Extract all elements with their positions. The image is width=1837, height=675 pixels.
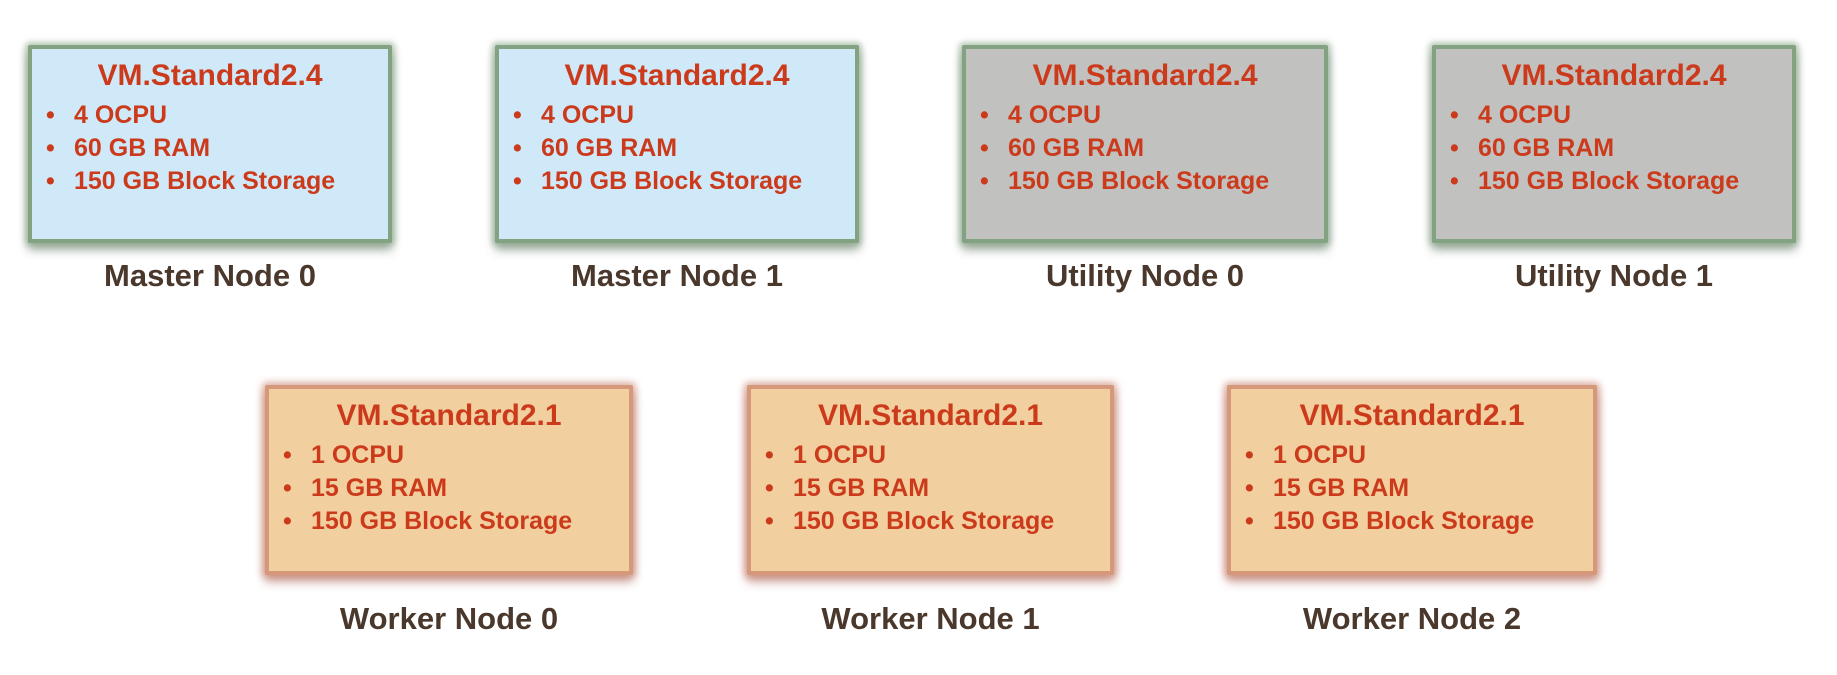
vm-shape-name: VM.Standard2.4	[564, 59, 790, 92]
vm-spec-item: • 1 OCPU	[765, 439, 1102, 472]
vm-spec-text: 4 OCPU	[1008, 101, 1102, 129]
vm-shape-name: VM.Standard2.1	[336, 399, 562, 432]
vm-shape-name: VM.Standard2.4	[1501, 59, 1727, 92]
vm-shape-name: VM.Standard2.1	[1299, 399, 1525, 432]
vm-shape-box: VM.Standard2.1 • 1 OCPU • 15 GB RAM • 150 G…	[1227, 385, 1597, 575]
node-label: Utility Node 0	[1045, 258, 1245, 293]
vm-spec-text: 4 OCPU	[541, 101, 635, 129]
vm-spec-text: 4 OCPU	[74, 101, 168, 129]
vm-spec-item: • 1 OCPU	[1245, 439, 1585, 472]
vm-spec-item: • 15 GB RAM	[765, 472, 1102, 505]
bullet-dot-icon: •	[1450, 101, 1459, 129]
vm-spec-item: • 150 GB Block Storage	[765, 505, 1102, 538]
vm-spec-text: 1 OCPU	[793, 441, 887, 469]
vm-spec-text: 150 GB Block Storage	[1478, 167, 1740, 195]
node-label: Worker Node 2	[1302, 601, 1522, 636]
vm-spec-item: • 15 GB RAM	[1245, 472, 1585, 505]
vm-shape-box: VM.Standard2.4 • 4 OCPU • 60 GB RAM • 150 G…	[1432, 45, 1796, 243]
vm-spec-item: • 60 GB RAM	[1450, 132, 1784, 165]
bullet-dot-icon: •	[1245, 474, 1254, 502]
bullet-dot-icon: •	[46, 134, 55, 162]
vm-shape-name: VM.Standard2.4	[97, 59, 323, 92]
vm-spec-list: • 4 OCPU • 60 GB RAM • 150 GB Block Storage	[499, 99, 855, 198]
vm-shape-box: VM.Standard2.4 • 4 OCPU • 60 GB RAM • 150 G…	[962, 45, 1328, 243]
bullet-dot-icon: •	[283, 507, 292, 535]
node-worker-2: VM.Standard2.1 • 1 OCPU • 15 GB RAM • 150 G…	[1227, 385, 1597, 636]
bullet-dot-icon: •	[765, 507, 774, 535]
vm-spec-item: • 150 GB Block Storage	[283, 505, 621, 538]
bullet-dot-icon: •	[283, 474, 292, 502]
vm-spec-item: • 1 OCPU	[283, 439, 621, 472]
vm-shape-name: VM.Standard2.4	[1032, 59, 1258, 92]
vm-spec-item: • 150 GB Block Storage	[46, 165, 380, 198]
vm-spec-item: • 150 GB Block Storage	[1450, 165, 1784, 198]
vm-spec-text: 150 GB Block Storage	[541, 167, 803, 195]
vm-spec-text: 15 GB RAM	[311, 474, 448, 502]
vm-spec-text: 150 GB Block Storage	[311, 507, 573, 535]
vm-shape-name: VM.Standard2.1	[817, 399, 1044, 432]
bullet-dot-icon: •	[513, 134, 522, 162]
vm-spec-item: • 4 OCPU	[1450, 99, 1784, 132]
vm-spec-list: • 4 OCPU • 60 GB RAM • 150 GB Block Storage	[32, 99, 388, 198]
vm-shape-box: VM.Standard2.4 • 4 OCPU • 60 GB RAM • 150 G…	[28, 45, 392, 243]
node-master-0: VM.Standard2.4 • 4 OCPU • 60 GB RAM • 150 G…	[28, 45, 392, 293]
bullet-dot-icon: •	[980, 101, 989, 129]
vm-spec-text: 60 GB RAM	[541, 134, 678, 162]
node-utility-0: VM.Standard2.4 • 4 OCPU • 60 GB RAM • 150 G…	[962, 45, 1328, 293]
node-worker-0: VM.Standard2.1 • 1 OCPU • 15 GB RAM • 150 G…	[265, 385, 633, 636]
vm-spec-item: • 4 OCPU	[980, 99, 1316, 132]
vm-spec-list: • 4 OCPU • 60 GB RAM • 150 GB Block Storage	[1436, 99, 1792, 198]
bullet-dot-icon: •	[46, 167, 55, 195]
bullet-dot-icon: •	[1245, 507, 1254, 535]
bullet-dot-icon: •	[1450, 167, 1459, 195]
vm-spec-list: • 1 OCPU • 15 GB RAM • 150 GB Block Storage	[751, 439, 1110, 538]
bullet-dot-icon: •	[765, 441, 774, 469]
node-label: Master Node 1	[571, 258, 783, 293]
bullet-dot-icon: •	[1450, 134, 1459, 162]
vm-spec-text: 1 OCPU	[311, 441, 405, 469]
vm-spec-list: • 4 OCPU • 60 GB RAM • 150 GB Block Storage	[966, 99, 1324, 198]
node-label: Worker Node 0	[339, 601, 559, 636]
bullet-dot-icon: •	[46, 101, 55, 129]
bullet-dot-icon: •	[283, 441, 292, 469]
vm-spec-item: • 150 GB Block Storage	[980, 165, 1316, 198]
node-master-1: VM.Standard2.4 • 4 OCPU • 60 GB RAM • 150 G…	[495, 45, 859, 293]
bullet-dot-icon: •	[765, 474, 774, 502]
vm-spec-item: • 60 GB RAM	[46, 132, 380, 165]
bullet-dot-icon: •	[980, 167, 989, 195]
vm-spec-list: • 1 OCPU • 15 GB RAM • 150 GB Block Storage	[1231, 439, 1593, 538]
node-worker-1: VM.Standard2.1 • 1 OCPU • 15 GB RAM • 150 G…	[747, 385, 1114, 636]
bullet-dot-icon: •	[1245, 441, 1254, 469]
vm-shape-box: VM.Standard2.1 • 1 OCPU • 15 GB RAM • 150 G…	[265, 385, 633, 575]
node-label: Master Node 0	[104, 258, 316, 293]
vm-spec-text: 4 OCPU	[1478, 101, 1572, 129]
vm-spec-text: 1 OCPU	[1273, 441, 1367, 469]
node-label: Worker Node 1	[821, 601, 1040, 636]
vm-spec-item: • 15 GB RAM	[283, 472, 621, 505]
vm-spec-text: 150 GB Block Storage	[1008, 167, 1270, 195]
vm-spec-item: • 60 GB RAM	[513, 132, 847, 165]
vm-spec-item: • 4 OCPU	[513, 99, 847, 132]
vm-shape-box: VM.Standard2.4 • 4 OCPU • 60 GB RAM • 150 G…	[495, 45, 859, 243]
vm-spec-text: 150 GB Block Storage	[1273, 507, 1535, 535]
bullet-dot-icon: •	[980, 134, 989, 162]
bullet-dot-icon: •	[513, 101, 522, 129]
vm-spec-text: 15 GB RAM	[793, 474, 930, 502]
vm-spec-text: 150 GB Block Storage	[793, 507, 1055, 535]
bullet-dot-icon: •	[513, 167, 522, 195]
vm-shape-box: VM.Standard2.1 • 1 OCPU • 15 GB RAM • 150 G…	[747, 385, 1114, 575]
vm-spec-item: • 60 GB RAM	[980, 132, 1316, 165]
vm-spec-text: 15 GB RAM	[1273, 474, 1410, 502]
vm-spec-text: 60 GB RAM	[1008, 134, 1145, 162]
node-utility-1: VM.Standard2.4 • 4 OCPU • 60 GB RAM • 150 G…	[1432, 45, 1796, 293]
vm-spec-text: 60 GB RAM	[74, 134, 211, 162]
vm-spec-text: 60 GB RAM	[1478, 134, 1615, 162]
vm-spec-item: • 150 GB Block Storage	[1245, 505, 1585, 538]
vm-spec-text: 150 GB Block Storage	[74, 167, 336, 195]
node-label: Utility Node 1	[1514, 258, 1714, 293]
vm-spec-item: • 4 OCPU	[46, 99, 380, 132]
vm-spec-item: • 150 GB Block Storage	[513, 165, 847, 198]
vm-spec-list: • 1 OCPU • 15 GB RAM • 150 GB Block Storage	[269, 439, 629, 538]
